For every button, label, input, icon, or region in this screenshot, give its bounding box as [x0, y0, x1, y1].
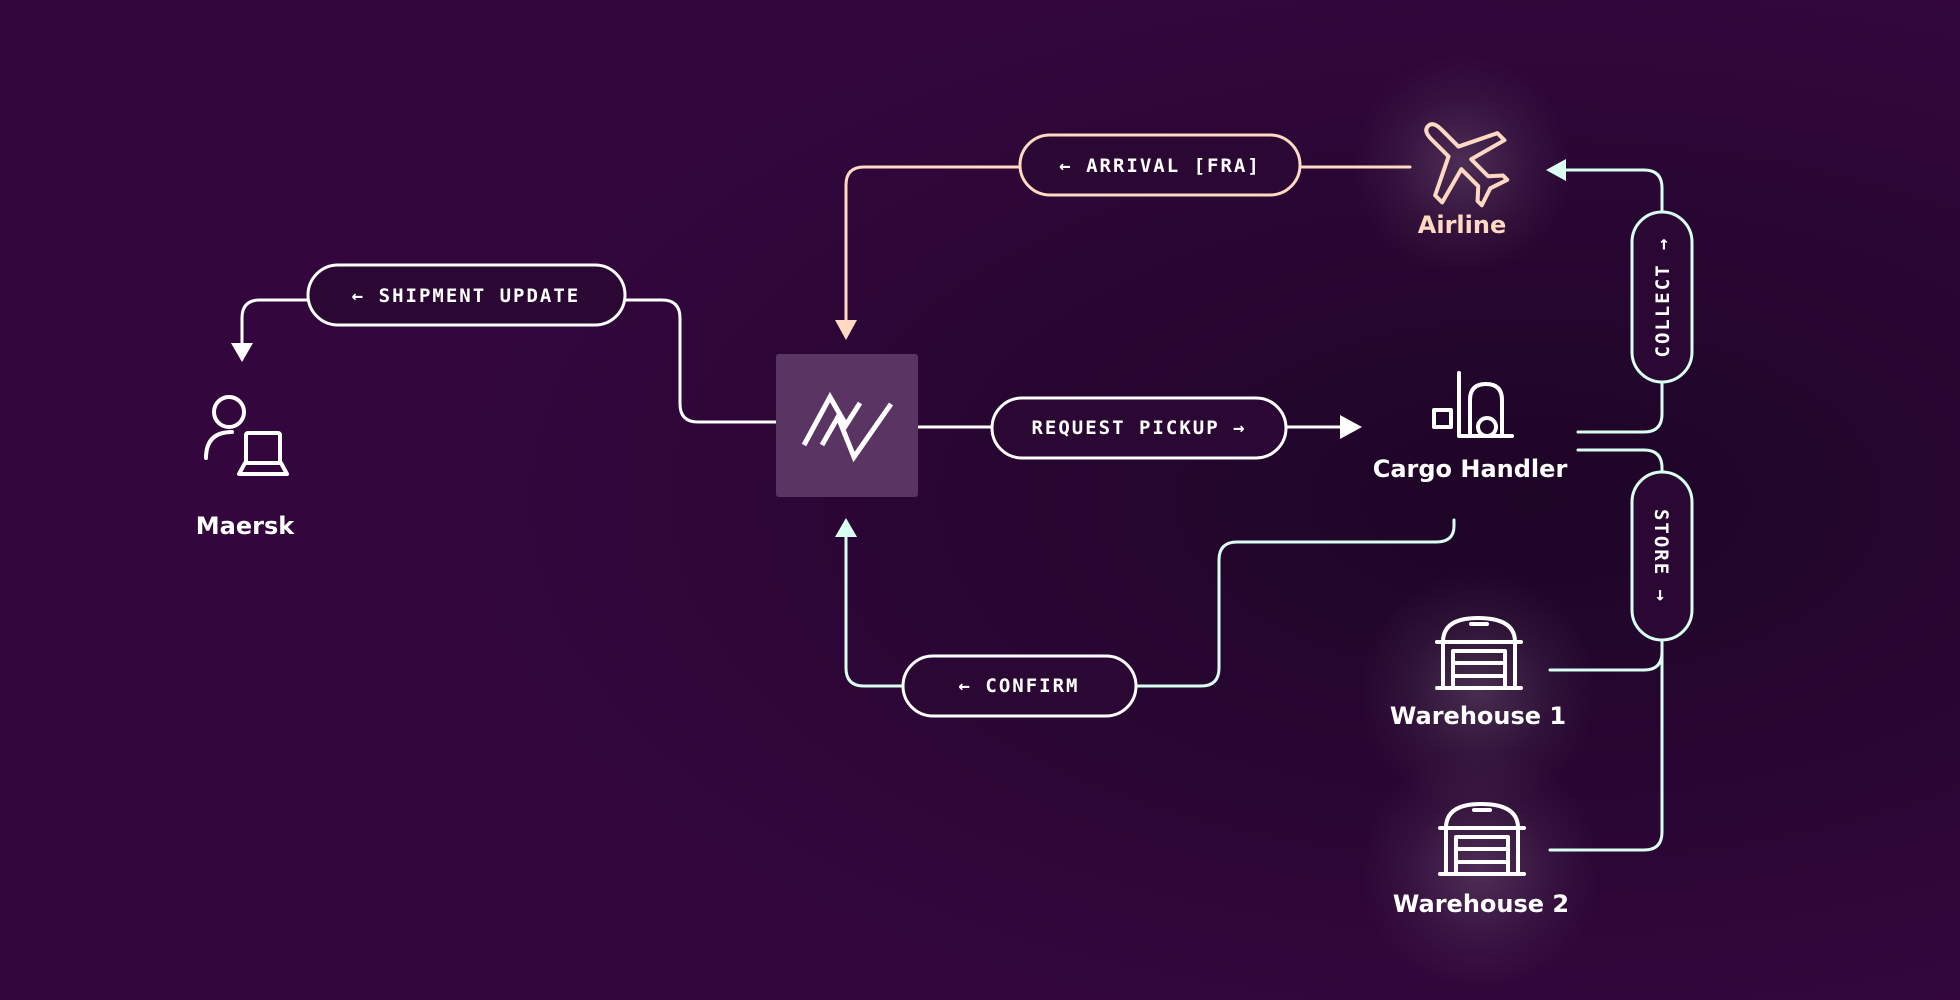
arrowhead-hub-top: [835, 320, 857, 340]
arrowhead-hub-bottom: [835, 518, 857, 537]
airline-node[interactable]: Airline: [1397, 95, 1526, 239]
arrowhead-maersk: [231, 343, 253, 362]
pill-store[interactable]: STORE →: [1630, 470, 1694, 642]
edge-collect-line-2: [1560, 168, 1664, 214]
edge-shipment-update-line: [623, 298, 778, 424]
edge-store-line-3: [1548, 650, 1664, 852]
user-laptop-icon: [204, 395, 289, 476]
edge-collect-line: [1576, 380, 1664, 434]
pill-confirm[interactable]: ← CONFIRM: [901, 654, 1138, 718]
warehouse1-node[interactable]: Warehouse 1: [1390, 616, 1566, 730]
airline-glow: [1352, 55, 1572, 275]
pill-confirm-label: ← CONFIRM: [959, 675, 1080, 697]
pill-arrival[interactable]: ← ARRIVAL [FRA]: [1018, 133, 1302, 197]
cargo-handler-node[interactable]: Cargo Handler: [1373, 371, 1568, 483]
pill-request-pickup[interactable]: REQUEST PICKUP →: [990, 396, 1288, 460]
airplane-icon: [1424, 122, 1510, 208]
edge-confirm-line: [1134, 518, 1456, 688]
arrowhead-cargo-handler: [1340, 415, 1362, 439]
pill-arrival-label: ← ARRIVAL [FRA]: [1059, 155, 1261, 177]
maersk-label: Maersk: [196, 512, 295, 540]
pill-collect[interactable]: COLLECT →: [1630, 210, 1694, 384]
cargo-handler-label: Cargo Handler: [1373, 455, 1568, 483]
forklift-icon: [1432, 371, 1514, 438]
airline-label: Airline: [1418, 211, 1506, 239]
warehouse2-glow: [1360, 750, 1600, 990]
pill-store-label: STORE →: [1650, 509, 1672, 603]
warehouse1-label: Warehouse 1: [1390, 702, 1566, 730]
maersk-node[interactable]: Maersk: [196, 395, 295, 540]
edge-store-line: [1576, 448, 1664, 474]
pill-collect-label: COLLECT →: [1652, 237, 1674, 358]
pill-shipment-update[interactable]: ← SHIPMENT UPDATE: [306, 263, 627, 327]
pill-shipment-update-label: ← SHIPMENT UPDATE: [352, 285, 580, 307]
edge-confirm-line-2: [844, 533, 905, 688]
pill-request-pickup-label: REQUEST PICKUP →: [1031, 417, 1246, 439]
warehouse2-label: Warehouse 2: [1393, 890, 1569, 918]
zigzag-logo-icon: [801, 391, 894, 463]
warehouse-icon: [1438, 802, 1526, 876]
hub-node[interactable]: [776, 354, 918, 497]
warehouse-icon: [1435, 616, 1523, 690]
edge-shipment-update-line-2: [240, 298, 310, 347]
arrowhead-airline: [1546, 159, 1566, 181]
warehouse2-node[interactable]: Warehouse 2: [1393, 802, 1569, 918]
edge-arrival-line-2: [844, 165, 1022, 324]
